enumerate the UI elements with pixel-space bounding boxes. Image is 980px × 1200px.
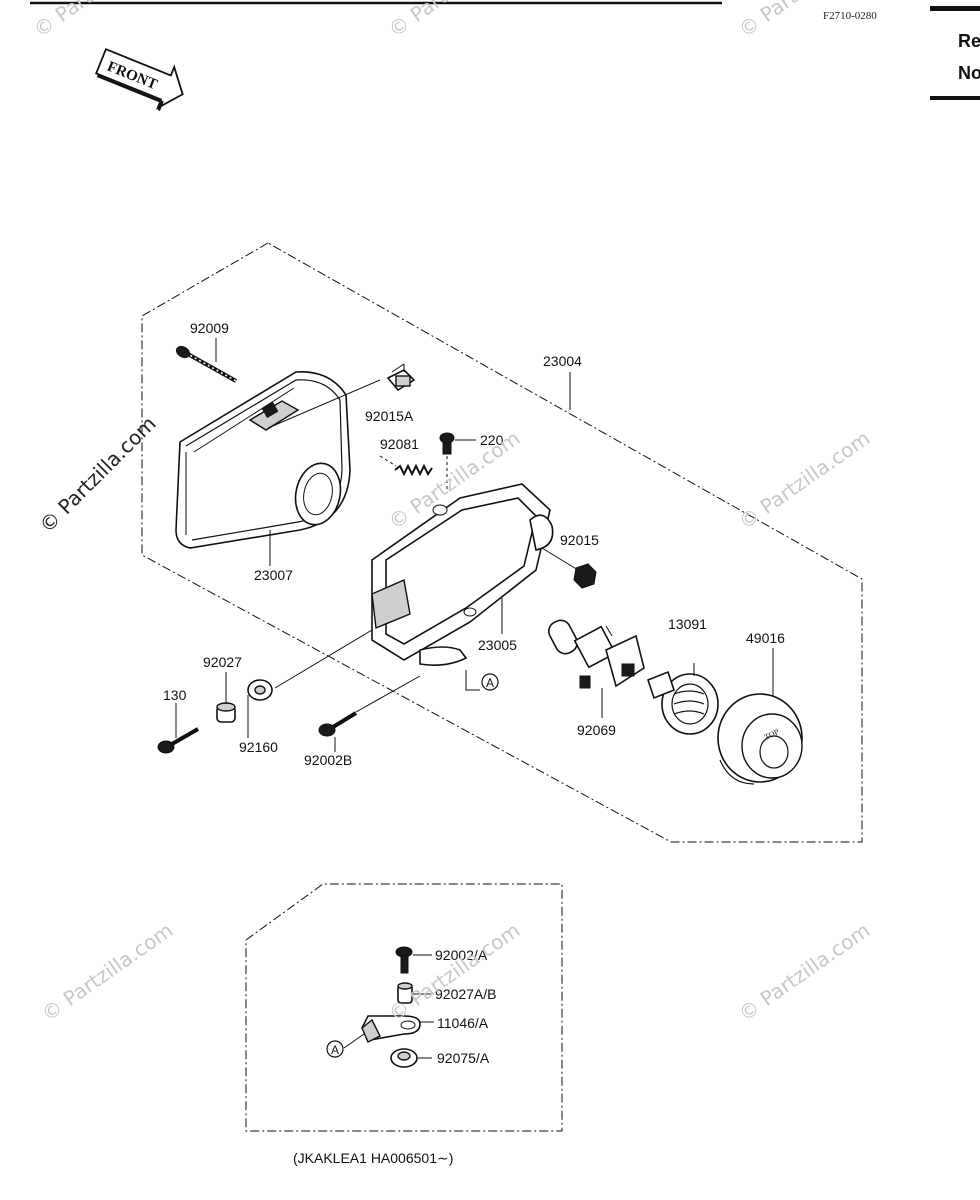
watermark: © Partzilla.com	[734, 426, 874, 534]
watermark: © Partzilla.com	[734, 918, 874, 1026]
inset-bolt-92002a	[395, 946, 432, 974]
headlight-unit-23007	[175, 371, 351, 549]
screw-220	[439, 432, 476, 492]
inset-callout-92027ab: 92027A/B	[435, 986, 497, 1002]
watermark: © Partzilla.com	[384, 0, 524, 42]
side-text-line2: No	[958, 63, 980, 83]
watermark: © Partzilla.com	[29, 0, 169, 42]
assembly-outline	[141, 242, 863, 843]
bolt-92002B	[318, 711, 358, 737]
leader-dashed	[267, 379, 381, 429]
bolt-130	[157, 727, 199, 754]
inset-ref-a-marker	[326, 1040, 344, 1058]
watermark: © Partzilla.com	[37, 918, 177, 1026]
inset-caption: (JKAKLEA1 HA006501∼)	[293, 1150, 453, 1166]
spring-guide	[379, 455, 397, 467]
leader-dashed	[355, 675, 421, 713]
callout-49016: 49016	[746, 630, 785, 646]
callout-92015a: 92015A	[365, 408, 414, 424]
bulb-92069	[548, 619, 645, 689]
inset-callout-92002a: 92002/A	[435, 947, 488, 963]
bracket-23005	[371, 483, 554, 666]
callout-92009: 92009	[190, 320, 229, 336]
leader-ref-a	[465, 670, 480, 691]
callout-23005: 23005	[478, 637, 517, 653]
spring-92081	[394, 463, 433, 477]
side-text-line1: Re	[958, 31, 980, 51]
callout-130: 130	[163, 687, 187, 703]
figure-code: F2710-0280	[823, 10, 877, 22]
ref-a-label: A	[486, 676, 494, 690]
clip-92015A	[386, 363, 416, 392]
screw-92009	[175, 345, 237, 383]
callout-92015: 92015	[560, 532, 599, 548]
nut-92015	[573, 563, 597, 589]
ref-a-marker	[481, 673, 499, 691]
callout-220: 220	[480, 432, 504, 448]
callout-92069: 92069	[577, 722, 616, 738]
inset-clamp-11046a	[343, 1015, 434, 1049]
callout-92160: 92160	[239, 739, 278, 755]
inset-callout-92075a: 92075/A	[437, 1050, 490, 1066]
inset-grommet-92075a	[390, 1048, 432, 1068]
header-rules	[30, 1, 980, 100]
callout-23007: 23007	[254, 567, 293, 583]
callout-13091: 13091	[668, 616, 707, 632]
leader-92015	[541, 547, 579, 571]
cover-49016: TOP	[717, 648, 803, 785]
callout-23004: 23004	[543, 353, 582, 369]
grommet-92160	[247, 679, 273, 701]
inset-collar-92027ab	[397, 982, 432, 1004]
socket-13091	[647, 663, 719, 735]
collar-92027	[216, 702, 236, 723]
front-arrow-icon: FRONT	[95, 48, 184, 111]
callout-92027: 92027	[203, 654, 242, 670]
callout-92002b: 92002B	[304, 752, 352, 768]
inset-callout-11046a: 11046/A	[437, 1015, 489, 1031]
inset-ref-a-label: A	[331, 1043, 339, 1057]
callout-92081: 92081	[380, 436, 419, 452]
leader-dashed	[274, 629, 373, 689]
